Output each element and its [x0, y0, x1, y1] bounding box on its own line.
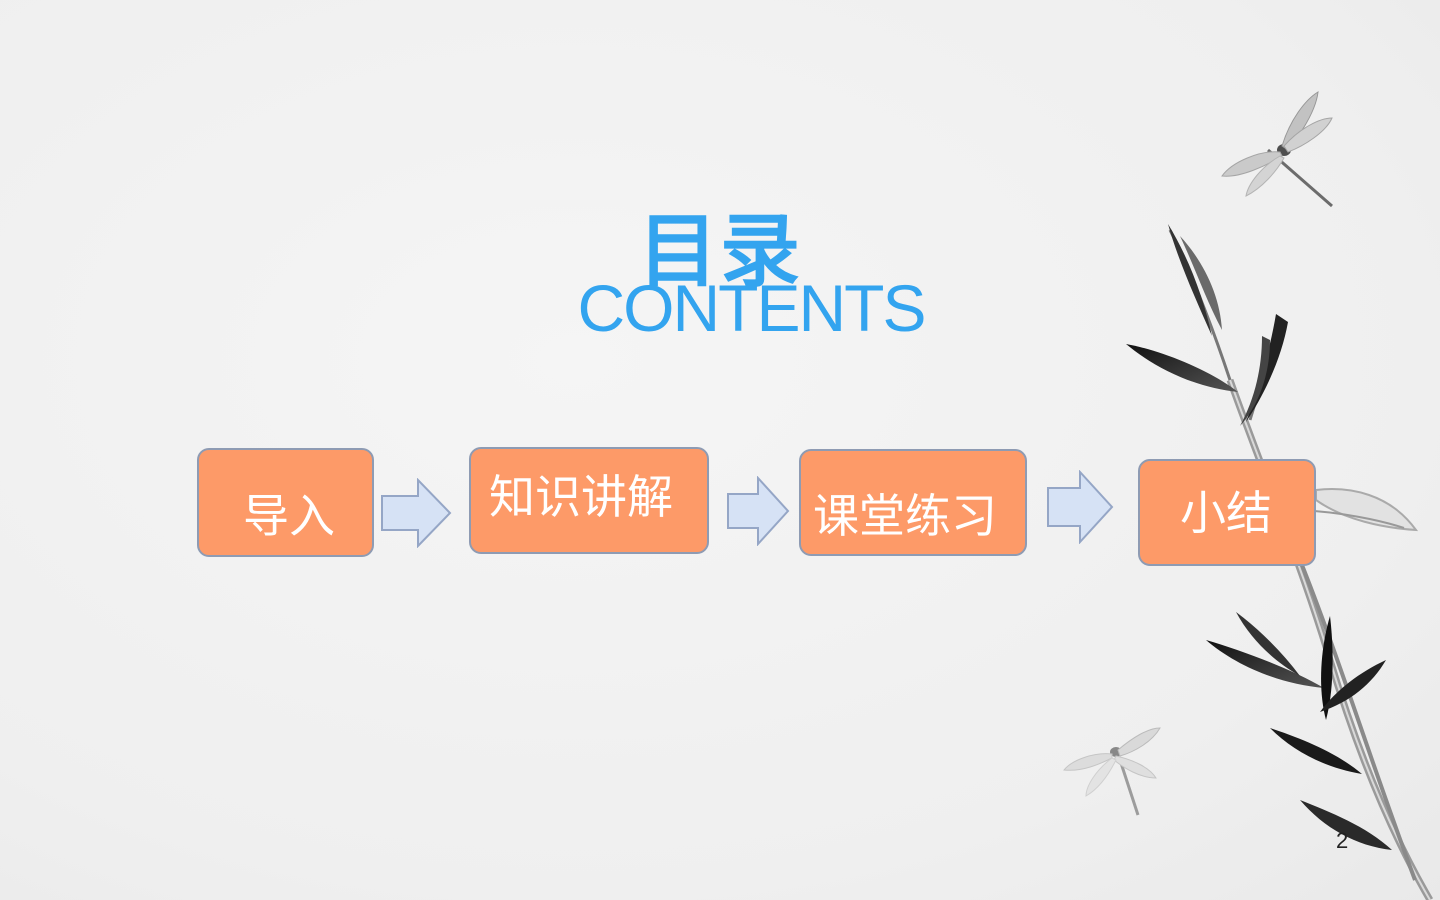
step-box-practice[interactable]: 课堂练习 [799, 449, 1027, 556]
step-box-summary[interactable]: 小结 [1138, 459, 1316, 566]
page-number: 2 [1336, 828, 1349, 853]
slide-title-english: CONTENTS [577, 271, 927, 345]
arrow-right-icon [727, 476, 790, 546]
arrow-shape [1047, 470, 1114, 544]
step-label: 课堂练习 [813, 488, 997, 543]
arrow-right-icon [381, 478, 452, 548]
slide-title-chinese: 目录 [638, 205, 802, 298]
dragonfly-icon [1063, 727, 1161, 816]
step-label: 小结 [1180, 485, 1272, 540]
step-label: 导入 [243, 488, 335, 543]
dragonfly-icon [1221, 91, 1333, 208]
arrow-shape [381, 478, 452, 548]
step-label: 知识讲解 [489, 469, 673, 524]
arrow-shape [727, 476, 790, 546]
step-box-intro[interactable]: 导入 [197, 448, 374, 557]
step-box-knowledge[interactable]: 知识讲解 [469, 447, 709, 554]
arrow-right-icon [1047, 470, 1114, 544]
